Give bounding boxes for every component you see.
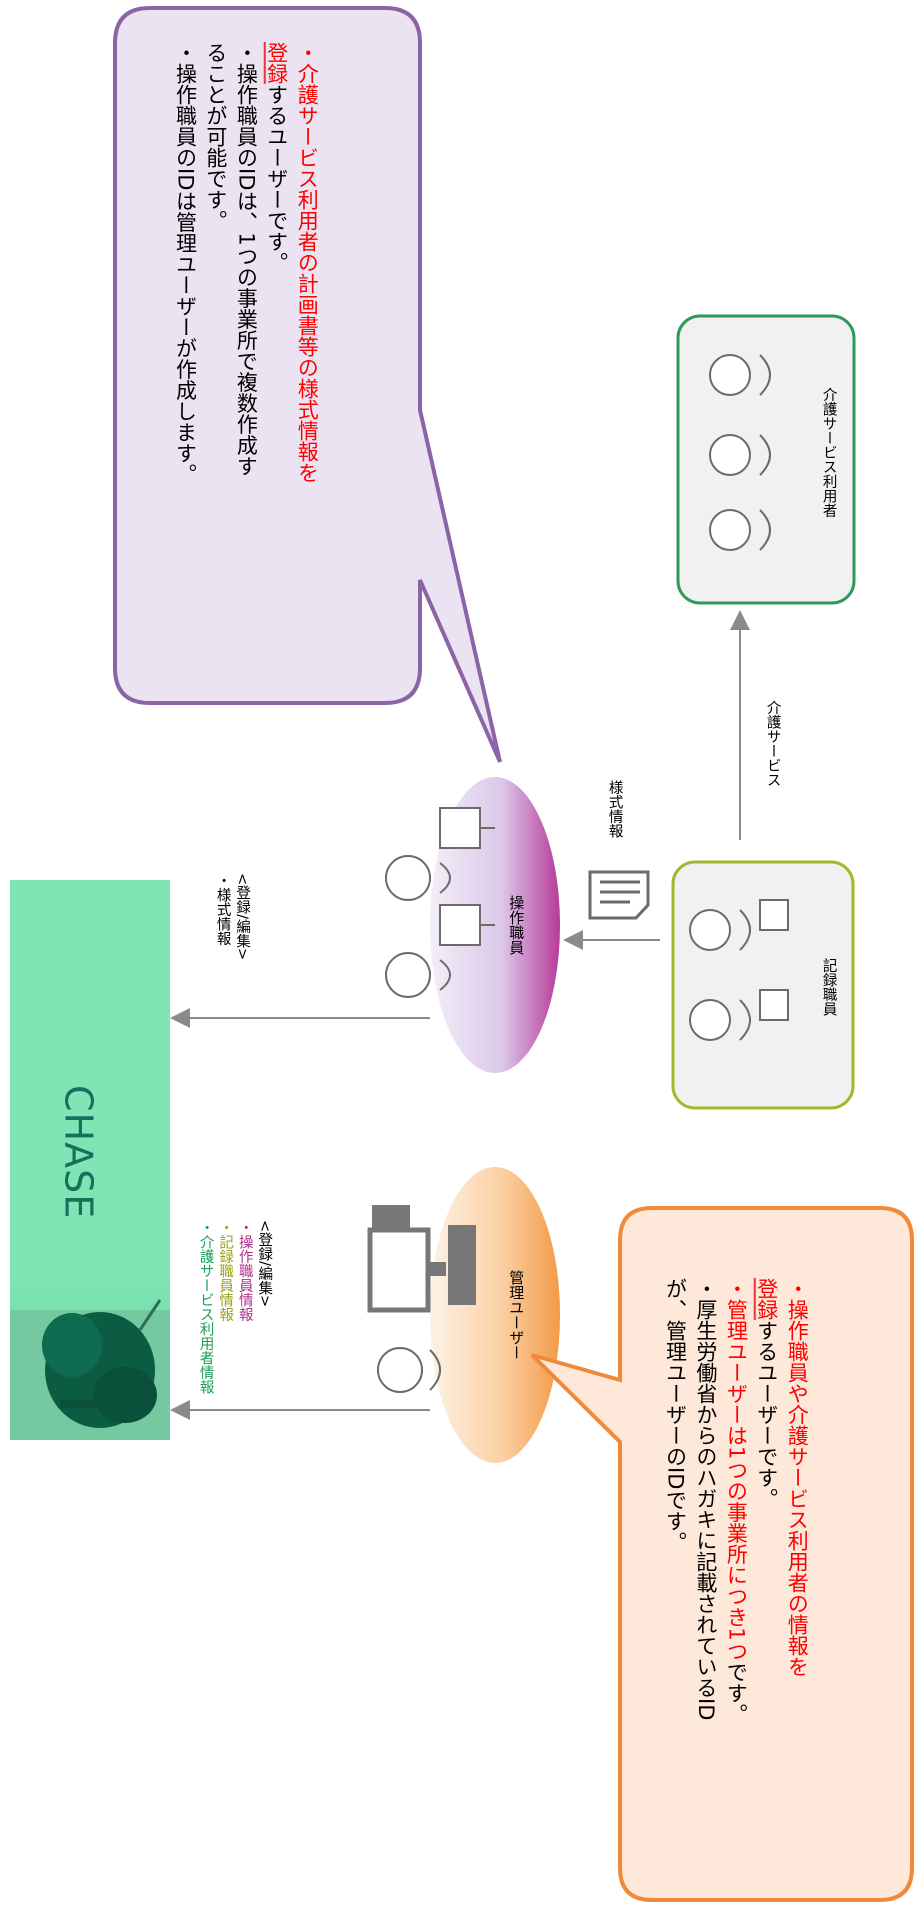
admin-arrow-label: <登録/編集> ・操作職員情報 ・記録職員情報 ・介護サービス利用者情報 <box>195 1220 273 1394</box>
operator-staff-label: 操作職員 <box>507 895 526 955</box>
operator-arrow-label: <登録/編集> ・様式情報 <box>212 873 251 960</box>
admin-bubble-line5: が、管理ユーザーのIDです。 <box>663 1278 688 1553</box>
admin-bubble-line3-red: ・管理ユーザーは1つの事業所につき1つ <box>724 1278 749 1662</box>
operator-bubble <box>113 6 502 763</box>
operator-bubble-line1: ・介護サービス利用者の計画書等の様式情報を <box>295 42 320 483</box>
admin-person-icon <box>377 1347 441 1393</box>
operator-person-icon <box>385 807 495 998</box>
operator-bubble-line4: ることが可能です。 <box>203 42 228 231</box>
admin-bubble-line2-rest: するユーザーです。 <box>754 1320 779 1509</box>
form-info-label: 様式情報 <box>606 780 623 838</box>
admin-bubble-line3-rest: です。 <box>724 1661 749 1725</box>
admin-bubble-line2: 登録するユーザーです。 <box>751 1278 781 1888</box>
admin-arrow-item-record: ・記録職員情報 <box>217 1220 234 1322</box>
admin-bubble-line1: ・操作職員や介護サービス利用者の情報を <box>785 1278 810 1677</box>
operator-bubble-line2-rest: するユーザーです。 <box>264 84 289 273</box>
admin-ellipse <box>430 1167 560 1463</box>
admin-bubble-line4: ・厚生労働省からのハガキに記載されているID <box>693 1278 718 1721</box>
admin-arrow-item-care: ・介護サービス利用者情報 <box>197 1220 214 1394</box>
admin-user-label: 管理ユーザー <box>507 1270 526 1360</box>
care-user-person-icon <box>709 354 771 551</box>
admin-bubble-text: ・操作職員や介護サービス利用者の情報を 登録するユーザーです。 ・管理ユーザーは… <box>660 1278 812 1888</box>
operator-bubble-line2: 登録するユーザーです。 <box>261 42 291 682</box>
operator-bubble-register: 登録 <box>264 42 289 84</box>
chase-label: CHASE <box>56 1085 101 1220</box>
record-staff-person-icon <box>689 899 789 1041</box>
operator-bubble-line5: ・操作職員のIDは管理ユーザーが作成します。 <box>173 42 198 485</box>
care-service-label: 介護サービス <box>764 700 781 787</box>
admin-bubble <box>530 1206 914 1902</box>
record-staff-label: 記録職員 <box>820 958 837 1016</box>
document-icon <box>588 870 650 920</box>
computer-icon <box>367 1205 476 1313</box>
admin-arrow-item-operator: ・操作職員情報 <box>236 1220 253 1322</box>
operator-arrow-item: ・様式情報 <box>214 873 231 946</box>
admin-arrow-heading: <登録/編集> <box>256 1220 273 1308</box>
admin-bubble-line3: ・管理ユーザーは1つの事業所につき1つです。 <box>721 1278 751 1888</box>
tree-image <box>10 1299 170 1440</box>
operator-bubble-text: ・介護サービス利用者の計画書等の様式情報を 登録するユーザーです。 ・操作職員の… <box>170 42 322 682</box>
operator-arrow-heading: <登録/編集> <box>234 873 251 961</box>
admin-bubble-register: 登録 <box>754 1278 779 1320</box>
operator-bubble-line3: ・操作職員のIDは、1つの事業所で複数作成す <box>234 42 259 477</box>
care-users-label: 介護サービス利用者 <box>820 387 837 518</box>
